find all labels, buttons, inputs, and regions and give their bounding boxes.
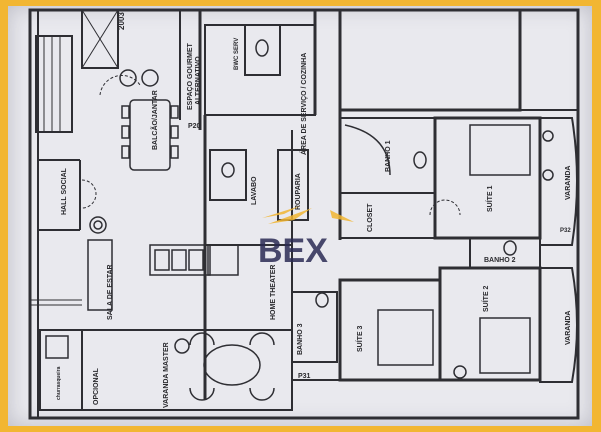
label-varanda-master: VARANDA MASTER — [163, 342, 170, 408]
suite1-bed — [469, 124, 531, 176]
label-espaco-gourmet: ESPAÇO GOURMET — [187, 43, 194, 110]
label-area-servico: ÁREA DE SERVIÇO / COZINHA — [299, 53, 308, 155]
label-rouparia: ROUPARIA — [295, 173, 302, 210]
lavabo-box — [209, 149, 247, 201]
round-lamp — [89, 216, 107, 234]
label-varanda-bottom: VARANDA — [565, 311, 572, 345]
suite2-box — [438, 266, 542, 382]
sofa-left — [87, 239, 113, 311]
label-alternativo: ALTERNATIVO — [195, 56, 202, 105]
stair-block — [35, 35, 73, 133]
opcional-box — [39, 329, 83, 411]
label-opcional: OPCIONAL — [93, 367, 100, 405]
label-p20: P20 — [188, 123, 201, 130]
label-bwc-serv: BWC SERV — [234, 38, 240, 70]
door-swings — [81, 75, 461, 216]
banho3-box — [291, 291, 338, 363]
label-p32: P32 — [560, 228, 571, 234]
label-suite1: SUÍTE 1 — [485, 185, 494, 212]
suite2-bed — [479, 317, 531, 374]
watermark-wing-right — [330, 210, 354, 222]
label-hall-social: HALL SOCIAL — [61, 167, 68, 215]
label-lavabo: LAVABO — [251, 176, 258, 205]
label-closet: CLOSET — [367, 203, 374, 232]
service-area — [204, 24, 316, 116]
churrasqueira-box — [45, 335, 69, 359]
room-labels: 2003 ESPAÇO GOURMET ALTERNATIVO BWC SERV… — [56, 12, 572, 408]
sofa-right — [207, 244, 239, 276]
varanda-top-outline — [539, 117, 578, 246]
label-home-theater: HOME THEATER — [270, 265, 277, 320]
varanda-table — [203, 344, 261, 386]
label-banho2: BANHO 2 — [484, 257, 516, 264]
outer-wall — [28, 8, 580, 420]
watermark-wing-left — [262, 206, 300, 218]
label-suite2: SUÍTE 2 — [481, 285, 490, 312]
dining-table — [129, 99, 171, 171]
label-banho3: BANHO 3 — [297, 323, 304, 355]
varanda-bottom-outline — [539, 267, 578, 383]
label-sala-estar: SALA DE ESTAR — [107, 264, 114, 320]
suite1-box — [433, 116, 542, 240]
label-suite3: SUÍTE 3 — [355, 325, 364, 352]
label-balcao-jantar: BALCÃO/JANTAR — [150, 90, 159, 150]
bex-watermark: BEX — [258, 206, 354, 270]
label-churrasqueira: churrasqueira — [56, 366, 62, 400]
closet-box — [339, 192, 436, 239]
suite3-box — [338, 278, 442, 382]
bwc-serv-box — [244, 24, 281, 76]
suite3-bed — [377, 309, 434, 366]
furniture — [87, 39, 554, 401]
unit-number-label: 2003 — [117, 12, 126, 30]
sofa-center — [149, 244, 211, 276]
label-p31: P31 — [298, 373, 311, 380]
elevator-shaft — [81, 9, 119, 69]
label-banho1: BANHO 1 — [385, 140, 392, 172]
watermark-brand-text: BEX — [258, 232, 328, 270]
label-varanda-top: VARANDA — [565, 166, 572, 200]
